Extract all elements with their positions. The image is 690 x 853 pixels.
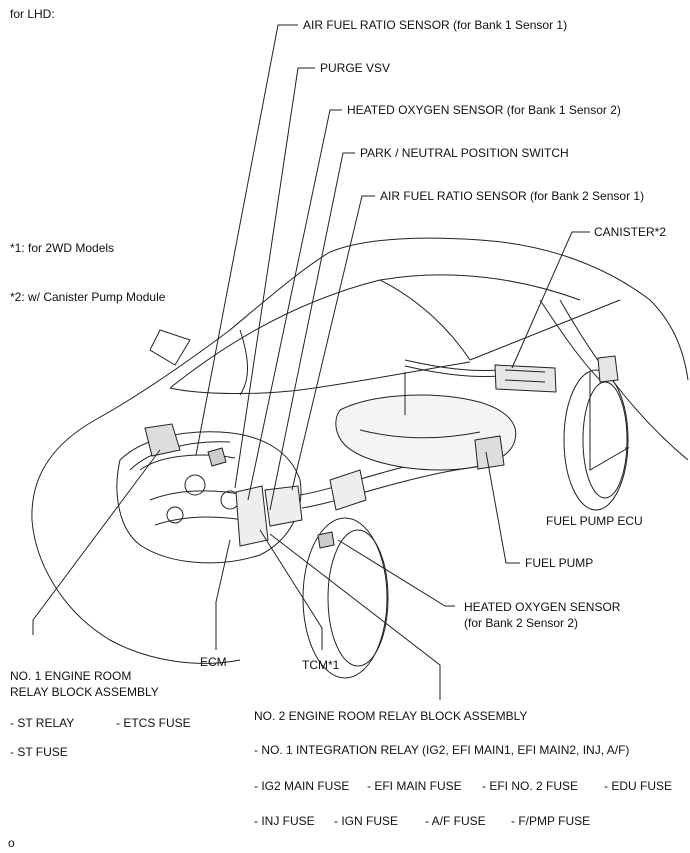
relay-block-1-title-line2: RELAY BLOCK ASSEMBLY <box>10 685 159 699</box>
footer-code: o <box>8 836 15 850</box>
callout-fuel-pump-ecu: FUEL PUMP ECU <box>546 514 643 528</box>
relay-block-1-item-st-relay: - ST RELAY <box>10 716 75 730</box>
relay-block-2-fuse-fpmp: - F/PMP FUSE <box>511 814 591 828</box>
leader-lines <box>32 24 630 700</box>
relay-block-2-fuse-inj: - INJ FUSE <box>254 814 315 828</box>
relay-block-2-fuse-ign: - IGN FUSE <box>334 814 399 828</box>
callout-af-sensor-bank1-sensor1: AIR FUEL RATIO SENSOR (for Bank 1 Sensor… <box>303 18 568 32</box>
relay-block-2-fuse-af: - A/F FUSE <box>425 814 486 828</box>
callout-ecm: ECM <box>200 655 227 669</box>
canister-part <box>494 364 557 393</box>
relay-block-1-item-st-fuse: - ST FUSE <box>10 745 68 759</box>
callout-af-sensor-bank2-sensor1: AIR FUEL RATIO SENSOR (for Bank 2 Sensor… <box>380 189 645 203</box>
callout-canister: CANISTER*2 <box>594 225 667 239</box>
footnote-canister-pump: *2: w/ Canister Pump Module <box>10 290 166 304</box>
relay-block-2-integration-relay: - NO. 1 INTEGRATION RELAY (IG2, EFI MAIN… <box>254 743 630 757</box>
relay-block-2-fuse-efi-main: - EFI MAIN FUSE <box>367 779 462 793</box>
fuel-tank <box>335 394 517 471</box>
callout-park-neutral-switch: PARK / NEUTRAL POSITION SWITCH <box>360 146 569 160</box>
callout-ho2-bank2-sensor2-line1: HEATED OXYGEN SENSOR <box>464 600 621 614</box>
region-label: for LHD: <box>10 7 55 21</box>
callout-ho2-bank2-sensor2-line2: (for Bank 2 Sensor 2) <box>464 616 579 630</box>
relay-block-2-fuse-ig2-main: - IG2 MAIN FUSE <box>254 779 350 793</box>
relay-block-2-fuse-efi-no2: - EFI NO. 2 FUSE <box>482 779 579 793</box>
callout-purge-vsv: PURGE VSV <box>320 61 391 75</box>
callout-fuel-pump: FUEL PUMP <box>525 556 594 570</box>
engine-assembly <box>116 423 303 564</box>
exhaust-system <box>299 451 493 549</box>
relay-block-1-title-line1: NO. 1 ENGINE ROOM <box>10 669 132 683</box>
callout-heated-oxygen-sensor-bank1-sensor2: HEATED OXYGEN SENSOR (for Bank 1 Sensor … <box>347 103 621 117</box>
car-body-outline <box>31 237 689 664</box>
callout-tcm: TCM*1 <box>302 658 340 672</box>
fuel-pump-ecu-part <box>597 355 619 383</box>
footnote-2wd: *1: for 2WD Models <box>10 241 115 255</box>
relay-block-2-title: NO. 2 ENGINE ROOM RELAY BLOCK ASSEMBLY <box>254 709 528 723</box>
relay-block-2-fuse-edu: - EDU FUSE <box>604 779 673 793</box>
fuel-lines <box>404 359 501 415</box>
relay-block-1-item-etcs-fuse: - ETCS FUSE <box>116 716 191 730</box>
